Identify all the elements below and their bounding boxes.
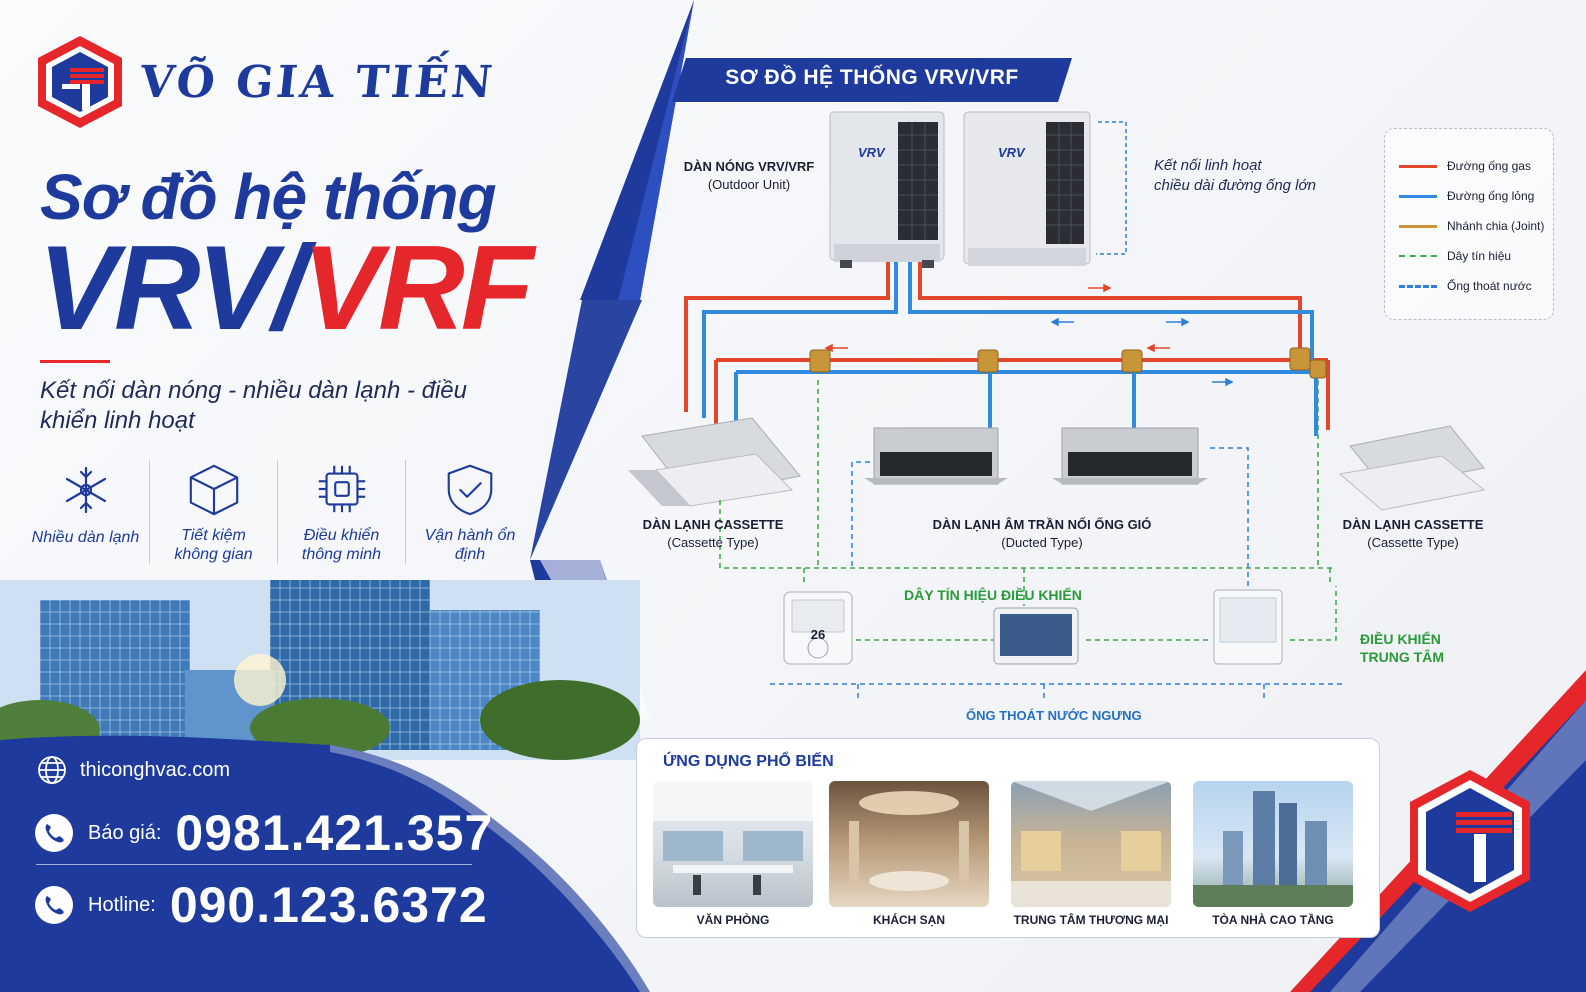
legend-swatch: [1399, 255, 1437, 257]
title-divider: [40, 360, 110, 363]
app-card-highrise[interactable]: [1193, 781, 1353, 907]
remote-temperature: 26: [810, 627, 826, 642]
app-label-hotel: KHÁCH SẠN: [873, 913, 945, 927]
legend-swatch: [1399, 164, 1437, 168]
mall-image: [1011, 781, 1171, 907]
flex-note-line1: Kết nối linh hoạt: [1154, 157, 1262, 174]
legend-item-gas: Đường ống gas: [1399, 159, 1531, 173]
feature-label: Vận hành ổn định: [424, 527, 516, 563]
quote-label: Báo giá:: [88, 821, 162, 844]
outdoor-unit-brand-2: VRV: [998, 145, 1025, 160]
outdoor-unit-sub: (Outdoor Unit): [707, 177, 791, 192]
cassette-left-title: DÀN LẠNH CASSETTE: [642, 517, 784, 532]
feature-label: Nhiều dàn lạnh: [31, 529, 140, 546]
hotline-phone-link[interactable]: Hotline: 090.123.6372: [34, 876, 488, 934]
legend-label: Đường ống lỏng: [1447, 189, 1535, 203]
website-link[interactable]: thiconghvac.com: [36, 754, 230, 786]
central-control-line2: TRUNG TÂM: [1360, 649, 1444, 665]
cassette-right-title: DÀN LẠNH CASSETTE: [1342, 517, 1484, 532]
legend-swatch: [1399, 194, 1437, 198]
legend-item-joint: Nhánh chia (Joint): [1399, 219, 1544, 233]
feature-item: Vận hành ổn định: [406, 460, 534, 564]
website-text: thiconghvac.com: [80, 758, 231, 781]
cassette-right-sub: (Cassette Type): [1367, 535, 1459, 550]
quote-phone-link[interactable]: Báo giá: 0981.421.357: [34, 804, 493, 862]
globe-icon: [38, 756, 66, 784]
hotel-image: [849, 791, 969, 891]
app-card-hotel[interactable]: [829, 781, 989, 907]
legend-item-drain: Ống thoát nước: [1399, 279, 1532, 293]
legend-label: Nhánh chia (Joint): [1447, 219, 1545, 233]
phone-icon: [35, 814, 73, 852]
cassette-left-sub: (Cassette Type): [667, 535, 759, 550]
cassette-right-label: DÀN LẠNH CASSETTE (Cassette Type): [1340, 516, 1486, 552]
hotline-phone-number: 090.123.6372: [169, 877, 488, 933]
phone-icon: [35, 886, 73, 924]
outdoor-unit-brand-1: VRV: [858, 145, 885, 160]
contact-divider: [36, 864, 472, 865]
drain-label: ỐNG THOÁT NƯỚC NGƯNG: [966, 708, 1142, 723]
office-image: [653, 781, 813, 895]
feature-item: Nhiều dàn lạnh: [22, 460, 150, 564]
quote-phone-number: 0981.421.357: [175, 805, 494, 861]
applications-panel: ỨNG DỤNG PHỔ BIẾN: [636, 738, 1380, 938]
feature-item: Tiết kiệm không gian: [150, 460, 278, 564]
app-label-mall: TRUNG TÂM THƯƠNG MẠI: [1013, 913, 1169, 927]
hero-title-line2: VRV/VRF: [38, 228, 534, 348]
legend-item-signal: Dây tín hiệu: [1399, 249, 1511, 263]
hotline-label: Hotline:: [88, 893, 156, 916]
snowflake-network-icon: [65, 466, 106, 514]
cube-icon: [189, 464, 238, 516]
legend-swatch: [1399, 284, 1437, 288]
legend-label: Ống thoát nước: [1447, 279, 1532, 293]
hero-title-line1: Sơ đồ hệ thống: [40, 161, 497, 233]
highrise-image: [1193, 791, 1353, 907]
applications-title: ỨNG DỤNG PHỔ BIẾN: [663, 753, 834, 770]
signal-wire-label: DÂY TÍN HIỆU ĐIỀU KHIỂN: [904, 587, 1082, 603]
central-control-line1: ĐIỀU KHIỂN: [1360, 631, 1441, 647]
central-control-label: ĐIỀU KHIỂN TRUNG TÂM: [1360, 630, 1444, 666]
diagram-legend: Đường ống gas Đường ống lỏng Nhánh chia …: [1384, 128, 1554, 320]
app-label-highrise: TÒA NHÀ CAO TẦNG: [1212, 913, 1334, 927]
feature-item: Điều khiển thông minh: [278, 460, 406, 564]
feature-label: Tiết kiệm không gian: [174, 527, 253, 563]
diagram-title-bar: [672, 58, 1072, 102]
chip-icon: [318, 465, 365, 513]
app-card-office[interactable]: [653, 781, 813, 907]
cassette-left-label: DÀN LẠNH CASSETTE (Cassette Type): [640, 516, 786, 552]
outdoor-unit-title: DÀN NÓNG VRV/VRF: [683, 159, 815, 174]
shield-check-icon: [447, 464, 493, 516]
feature-label: Điều khiển thông minh: [301, 527, 382, 563]
legend-label: Đường ống gas: [1447, 159, 1531, 173]
feature-list: Nhiều dàn lạnh Tiết kiệm không gian: [22, 460, 534, 564]
flex-note: Kết nối linh hoạt chiều dài đường ống lớ…: [1154, 156, 1316, 196]
flex-note-line2: chiều dài đường ống lớn: [1154, 177, 1316, 194]
hero-subtitle: Kết nối dàn nóng - nhiều dàn lạnh - điều…: [40, 377, 467, 434]
hero-title-vrv: VRV/: [38, 221, 306, 355]
app-card-mall[interactable]: [1011, 781, 1171, 907]
company-logo-icon: [38, 36, 122, 128]
brand-name: VÕ GIA TIẾN: [137, 56, 498, 108]
legend-swatch: [1399, 224, 1437, 228]
ducted-title: DÀN LẠNH ÂM TRẦN NỐI ỐNG GIÓ: [932, 517, 1152, 532]
diagram-title: SƠ ĐỒ HỆ THỐNG VRV/VRF: [725, 66, 1019, 89]
app-label-office: VĂN PHÒNG: [696, 913, 770, 927]
hero-title-vrf: VRF: [302, 221, 534, 355]
legend-item-liquid: Đường ống lỏng: [1399, 189, 1534, 203]
legend-label: Dây tín hiệu: [1447, 249, 1512, 263]
ducted-sub: (Ducted Type): [1001, 535, 1083, 550]
outdoor-unit-label: DÀN NÓNG VRV/VRF (Outdoor Unit): [676, 158, 822, 194]
brand-header: VÕ GIA TIẾN: [36, 34, 498, 130]
ducted-label: DÀN LẠNH ÂM TRẦN NỐI ỐNG GIÓ (Ducted Typ…: [930, 516, 1154, 552]
